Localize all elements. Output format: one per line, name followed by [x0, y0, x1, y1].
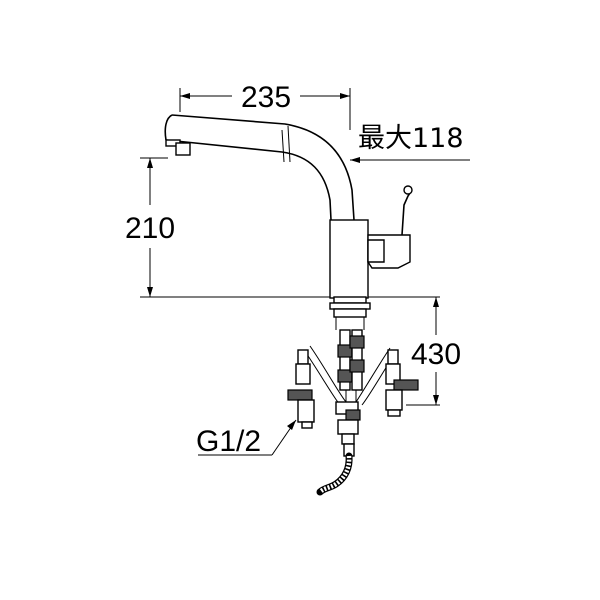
center-fitting — [335, 401, 361, 457]
faucet-body — [329, 185, 413, 299]
faucet-base — [329, 296, 371, 330]
dim-spout-max-label: 最大118 — [358, 123, 464, 154]
dimension-g1-2: G1/2 — [196, 419, 297, 458]
dimension-430: 430 — [406, 297, 461, 406]
dim-height-label: 210 — [125, 212, 175, 245]
dim-thread-label: G1/2 — [196, 425, 261, 458]
dim-width-label: 235 — [241, 81, 291, 114]
left-valve — [287, 349, 315, 429]
dim-hose-label: 430 — [411, 338, 461, 371]
right-valve — [385, 349, 419, 417]
dimension-210: 210 — [125, 157, 440, 298]
faucet-spout — [164, 114, 355, 221]
shower-hose-curl — [316, 452, 353, 496]
dimension-max-118: 最大118 — [350, 123, 470, 163]
dimension-235: 235 — [179, 81, 351, 130]
